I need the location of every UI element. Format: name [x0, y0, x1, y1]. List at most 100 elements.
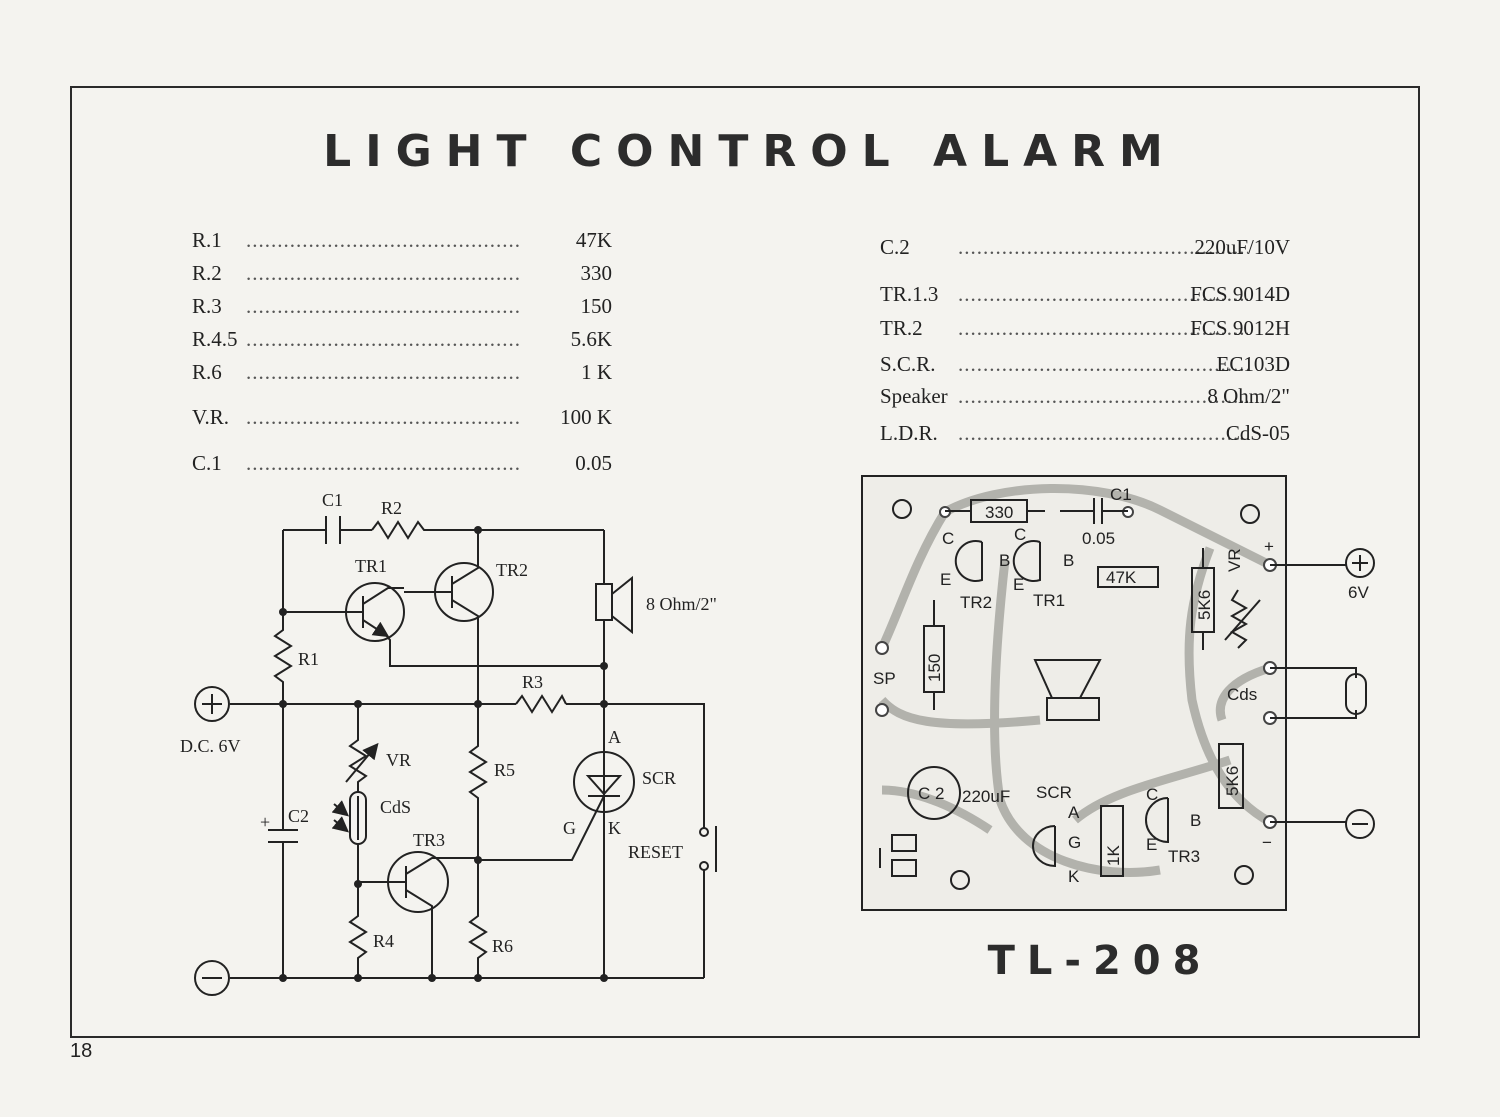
- pcb-label-330: 330: [985, 503, 1013, 522]
- pcb-label-47k: 47K: [1106, 568, 1137, 587]
- pcb-label-e3: E: [1146, 835, 1157, 854]
- label-r1: R1: [298, 649, 319, 669]
- label-r2: R2: [381, 498, 402, 518]
- leader-dots: ........................................…: [958, 384, 1248, 408]
- pcb-label-5k6-b: 5K6: [1223, 766, 1242, 796]
- pcb-label-150: 150: [925, 654, 944, 682]
- label-reset: RESET: [628, 842, 683, 862]
- pcb-label-e-b: E: [1013, 575, 1024, 594]
- pcb-transistor-tr2: [954, 540, 983, 582]
- part-value: 330: [580, 261, 613, 285]
- label-speaker: 8 Ohm/2": [646, 594, 717, 614]
- pcb-label-b-b: B: [1063, 551, 1074, 570]
- pcb-label-k: K: [1068, 867, 1080, 886]
- pcb-labels: 330 C1 0.05 C C B B E E TR2 TR1 47K 5K6 …: [873, 485, 1369, 886]
- pcb-label-scr: SCR: [1036, 783, 1072, 802]
- label-r6: R6: [492, 936, 513, 956]
- pcb-speaker: [1033, 659, 1102, 721]
- label-c2-plus: +: [260, 812, 270, 832]
- pcb-transistor-tr1: [1012, 540, 1041, 582]
- leader-dots: ........................................…: [246, 451, 522, 475]
- part-value: 100 K: [560, 405, 612, 429]
- part-ref: TR.1.3: [880, 282, 939, 306]
- part-ref: R.3: [192, 294, 222, 318]
- part-value: 1 K: [581, 360, 612, 384]
- pcb-label-220uf: 220uF: [962, 787, 1010, 806]
- pcb-label-c3: C: [1146, 785, 1158, 804]
- label-g: G: [563, 818, 576, 838]
- pcb-label-plus: +: [1264, 537, 1274, 556]
- label-tr1: TR1: [355, 556, 387, 576]
- leader-dots: ........................................…: [246, 360, 522, 384]
- pcb-label-b3: B: [1190, 811, 1201, 830]
- pcb-capacitor-c1: [1060, 498, 1128, 524]
- part-value: 0.05: [575, 451, 612, 475]
- model-number: TL-208: [987, 938, 1213, 984]
- resistor-r5: [468, 704, 488, 860]
- pcb-resistor-5k6-b: [1218, 743, 1244, 809]
- resistor-r2: [371, 520, 428, 540]
- part-value: FCS 9014D: [1190, 282, 1290, 306]
- terminal-negative: [194, 960, 230, 996]
- leader-dots: ........................................…: [246, 228, 522, 252]
- pcb-label-1k: 1K: [1104, 845, 1123, 866]
- leader-dots: ........................................…: [958, 316, 1248, 340]
- part-value: 5.6K: [570, 327, 612, 351]
- page-title: LIGHT CONTROL ALARM: [323, 126, 1177, 177]
- resistor-r4: [348, 884, 368, 978]
- pcb-label-minus: −: [1262, 833, 1272, 852]
- part-ref: Speaker: [880, 384, 948, 408]
- transistor-tr3: [358, 851, 478, 978]
- label-k: K: [608, 818, 621, 838]
- pcb-label-c2: C 2: [918, 784, 944, 803]
- leader-dots: ........................................…: [246, 405, 522, 429]
- label-vr: VR: [386, 750, 411, 770]
- label-tr3: TR3: [413, 830, 445, 850]
- resistor-r1: [273, 612, 293, 704]
- pcb-label-sp: SP: [873, 669, 896, 688]
- part-ref: R.1: [192, 228, 222, 252]
- pcb-external-connections: [1270, 548, 1375, 839]
- speaker: [595, 575, 633, 666]
- pcb-traces: [877, 484, 1273, 877]
- pcb-components: [879, 498, 1261, 877]
- transistor-tr1: [283, 582, 604, 667]
- pcb-label-005: 0.05: [1082, 529, 1115, 548]
- label-scr: SCR: [642, 768, 676, 788]
- leader-dots: ........................................…: [246, 294, 522, 318]
- capacitor-c1: [325, 516, 341, 544]
- resistor-r6: [468, 860, 488, 978]
- label-tr2: TR2: [496, 560, 528, 580]
- pcb-mounting-holes: [892, 499, 1260, 890]
- circuit-schematic: [194, 516, 717, 996]
- part-value: EC103D: [1216, 352, 1291, 376]
- pcb-label-5k6-a: 5K6: [1195, 590, 1214, 620]
- pcb-label-tr2: TR2: [960, 593, 992, 612]
- terminal-positive: [194, 686, 230, 722]
- label-cds: CdS: [380, 797, 411, 817]
- pcb-scr: [1032, 825, 1056, 868]
- part-ref: TR.2: [880, 316, 923, 340]
- part-ref: L.D.R.: [880, 421, 938, 445]
- part-value: 220uF/10V: [1194, 235, 1290, 259]
- pcb-variable-resistor-vr: [1224, 589, 1261, 649]
- page-frame: [70, 86, 1420, 1038]
- part-value: 8 Ohm/2": [1207, 384, 1290, 408]
- part-ref: R.4.5: [192, 327, 238, 351]
- wire-top: [282, 529, 605, 612]
- wire-positive-rail: [230, 666, 705, 828]
- leader-dots: ........................................…: [246, 261, 522, 285]
- part-ref: C.1: [192, 451, 222, 475]
- pcb-label-c-b: C: [1014, 525, 1026, 544]
- page-number: 18: [70, 1040, 93, 1062]
- part-ref: C.2: [880, 235, 910, 259]
- pcb-label-tr1: TR1: [1033, 591, 1065, 610]
- label-r3: R3: [522, 672, 543, 692]
- part-ref: R.6: [192, 360, 222, 384]
- pcb-resistor-1k: [1100, 805, 1124, 877]
- pcb-resistor-47k: [1097, 566, 1159, 588]
- part-value: 47K: [575, 228, 612, 252]
- pcb-label-a: A: [1068, 803, 1080, 822]
- pcb-label-c-a: C: [942, 529, 954, 548]
